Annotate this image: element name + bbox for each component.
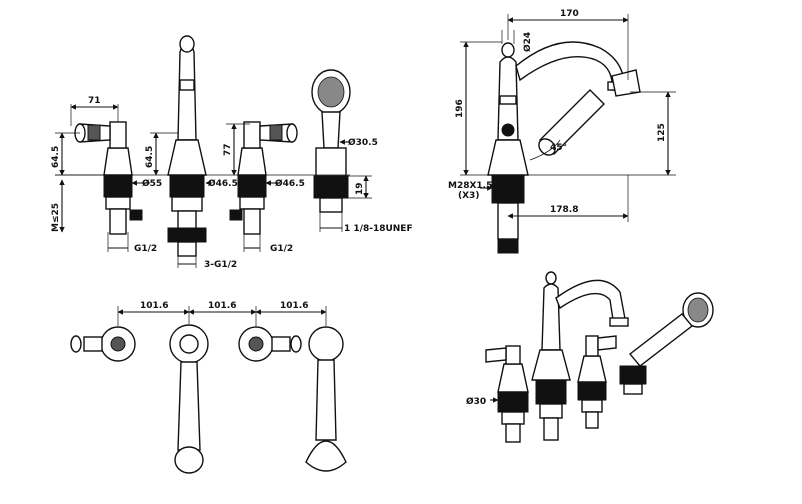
plan-view: 101.6 101.6 101.6 bbox=[70, 301, 347, 474]
dim-dia-30-5: Ø30.5 bbox=[348, 137, 378, 148]
dim-g12-left: G1/2 bbox=[134, 244, 157, 254]
left-valve-front bbox=[74, 121, 143, 235]
dim-hose-thread: 1 1/8-18UNEF bbox=[344, 224, 413, 234]
dim-front-h-left: 64.5 bbox=[51, 146, 61, 168]
isometric-view: Ø30 bbox=[466, 271, 714, 443]
front-view: 71 64.5 M≤25 64.5 77 Ø55 Ø46.5 Ø46.5 Ø30… bbox=[51, 35, 413, 270]
dim-g12-mid: 3-G1/2 bbox=[204, 260, 237, 270]
dim-dia-46-5-b: Ø46.5 bbox=[275, 178, 305, 189]
dim-side-dia-24: Ø24 bbox=[522, 32, 533, 52]
dim-dia-46-5-a: Ø46.5 bbox=[208, 178, 238, 189]
dim-side-196: 196 bbox=[455, 99, 465, 118]
dim-dia-55: Ø55 bbox=[142, 178, 162, 189]
dim-side-178-8: 178.8 bbox=[550, 205, 578, 215]
dim-side-m28: M28X1.5 bbox=[448, 181, 492, 191]
dim-front-width: 71 bbox=[88, 96, 101, 106]
side-view: 170 Ø24 196 125 45° M28X1.5 (X3) 178.8 bbox=[448, 9, 676, 254]
dim-front-h-77: 77 bbox=[223, 143, 233, 156]
dim-thread: M≤25 bbox=[51, 203, 61, 232]
dim-side-170: 170 bbox=[560, 9, 579, 19]
central-spout-front bbox=[167, 35, 207, 257]
right-valve-front bbox=[229, 121, 298, 235]
dim-plan-101-6-c: 101.6 bbox=[280, 301, 308, 311]
dim-g12-right: G1/2 bbox=[270, 244, 293, 254]
hand-shower-front bbox=[311, 69, 351, 213]
dim-front-h-mid: 64.5 bbox=[145, 146, 155, 168]
dim-plan-101-6-a: 101.6 bbox=[140, 301, 168, 311]
dim-side-x3: (X3) bbox=[458, 191, 479, 201]
dim-side-125: 125 bbox=[657, 123, 667, 142]
dim-plan-101-6-b: 101.6 bbox=[208, 301, 236, 311]
dim-iso-dia-30: Ø30 bbox=[466, 396, 486, 407]
dim-h-19: 19 bbox=[355, 182, 365, 195]
dim-side-45: 45° bbox=[550, 143, 567, 153]
